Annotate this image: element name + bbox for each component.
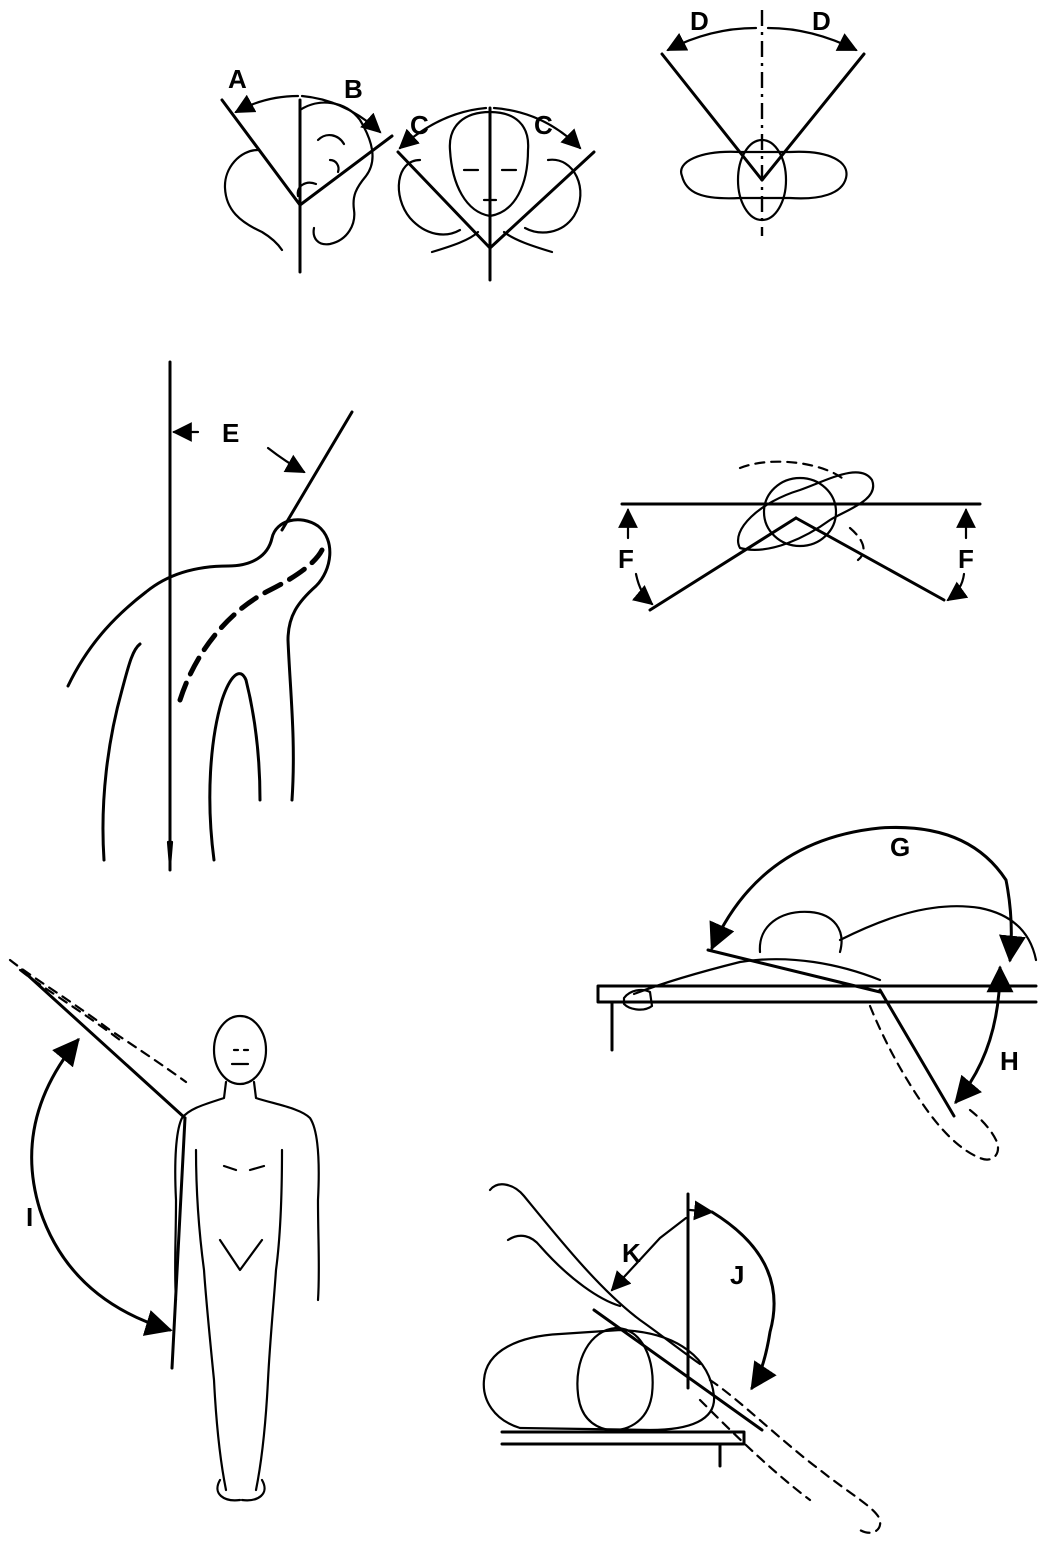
angle-d-left-arrow	[668, 28, 756, 50]
head-side	[760, 912, 842, 952]
flexion-line	[222, 100, 300, 205]
label-f-left: F	[618, 544, 634, 574]
head-profile-outline	[225, 150, 282, 250]
legs-outline	[196, 1150, 282, 1490]
angle-i-arc	[32, 1040, 170, 1330]
neck-flexion-extension-figure: A B	[222, 64, 392, 272]
label-c-left: C	[410, 110, 429, 140]
extension-line	[300, 136, 392, 205]
body-outline-left	[103, 644, 140, 860]
rotation-left-line	[662, 54, 762, 180]
spine-curve-dashed	[180, 550, 322, 700]
arm-rotated-dashed	[700, 1380, 880, 1533]
angle-e-right-arrow	[268, 448, 304, 472]
prone-shoulder-flexion-figure: K J	[484, 1184, 880, 1532]
angle-g-arc	[712, 827, 1011, 960]
shoulders	[432, 232, 552, 252]
angle-a-arrow	[236, 96, 298, 112]
torso-outline	[840, 906, 1036, 960]
label-d-left: D	[690, 6, 709, 36]
shoulders-rotated	[738, 472, 873, 549]
rotation-right-line	[762, 54, 864, 180]
label-h: H	[1000, 1046, 1019, 1076]
label-d-right: D	[812, 6, 831, 36]
neck-lateral-bending-figure: C C	[398, 108, 594, 280]
leg-outline	[210, 674, 260, 860]
rotation-right-line	[796, 518, 944, 600]
head-top-view	[764, 478, 836, 546]
face-features	[298, 135, 344, 196]
vertical-arm-line	[172, 1118, 185, 1368]
table-top	[598, 986, 1036, 1002]
angle-f-left-down-arrow	[636, 574, 652, 604]
torso-details	[220, 1166, 264, 1270]
label-j: J	[730, 1260, 744, 1290]
neck-rotation-figure: D D	[662, 6, 864, 236]
label-a: A	[228, 64, 247, 94]
label-i: I	[26, 1202, 33, 1232]
label-b: B	[344, 74, 363, 104]
arm-extended-left	[634, 959, 880, 994]
tilted-head-left	[399, 160, 460, 234]
angle-j-arc	[712, 1212, 774, 1388]
rotation-left-line	[650, 518, 796, 610]
supine-shoulder-rotation-figure: G H	[598, 827, 1036, 1159]
label-c-right: C	[534, 110, 553, 140]
trunk-axis-line	[282, 412, 352, 530]
spine-lateral-flexion-figure: E	[68, 362, 352, 870]
abducted-arm-line	[22, 970, 185, 1118]
angle-f-right-down-arrow	[948, 574, 964, 600]
label-k: K	[622, 1238, 641, 1268]
body-prone	[484, 1330, 714, 1430]
standing-abduction-figure: I	[10, 960, 319, 1500]
label-g: G	[890, 832, 910, 862]
head-profile-back	[300, 103, 373, 245]
angle-h-arc	[956, 968, 1000, 1102]
face-features	[232, 1050, 248, 1064]
arm-raised-dashed	[10, 960, 186, 1082]
angle-k-right-arrow	[690, 1210, 712, 1212]
angle-b-arrow	[302, 96, 380, 132]
label-f-right: F	[958, 544, 974, 574]
label-e: E	[222, 418, 239, 448]
trunk-rotation-figure: F F	[618, 462, 980, 610]
head	[214, 1016, 266, 1084]
table-top	[502, 1432, 744, 1444]
bend-right-line	[490, 152, 594, 248]
shoulders-top-view	[681, 152, 846, 199]
arm-axis-line	[594, 1310, 762, 1430]
